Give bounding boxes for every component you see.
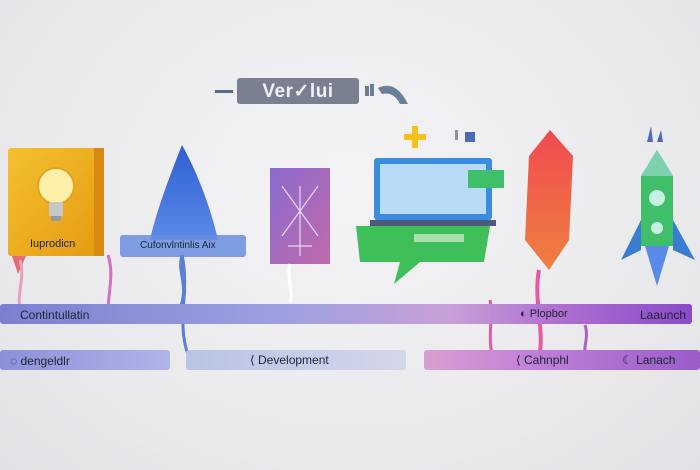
bottom-track-mid-text: Development xyxy=(258,353,329,367)
top-track-right-label: Laaunch xyxy=(640,308,687,322)
laptop-icon xyxy=(356,158,504,284)
left-swirl-icon: ◌ xyxy=(10,354,21,368)
sail-icon xyxy=(120,145,246,311)
moon-icon: ◐ xyxy=(520,308,530,320)
stage-label-2: Cufonvlntinlis Aix xyxy=(140,240,216,251)
plus-sparkle-icon xyxy=(404,126,426,148)
title-dash xyxy=(215,90,233,93)
bottom-track-left-label: ◌ dengeldlr xyxy=(10,354,70,368)
campaign-icon: ⟨ xyxy=(516,353,525,367)
bottom-track-right xyxy=(424,350,700,370)
title-text: Ver✓lui xyxy=(237,78,359,104)
blueprint-icon xyxy=(270,168,330,303)
dev-icon: ⟨ xyxy=(250,353,259,367)
bottom-track-right-mid-label: ⟨ Cahnphl xyxy=(516,353,569,367)
small-flag-icon xyxy=(455,130,475,142)
swoosh-icon xyxy=(370,84,408,104)
top-track-left-label: Contintullatin xyxy=(20,308,90,322)
title-mark xyxy=(365,86,369,96)
stage-label-1: Iuprodicn xyxy=(30,238,76,250)
top-track-mid-text: Plopbor xyxy=(529,308,568,320)
rocket-icon xyxy=(621,150,695,286)
bottom-track-left-text: dengeldlr xyxy=(20,354,70,368)
launch-moon-icon: ☾ xyxy=(622,353,637,367)
bottom-track-right-text: Lanach xyxy=(636,353,676,367)
bottom-track-left xyxy=(0,350,170,370)
top-track xyxy=(0,304,692,324)
bottom-track-mid xyxy=(186,350,406,370)
bottom-track-right-mid-text: Cahnphl xyxy=(524,353,569,367)
top-track-mid-label: ◐ Plopbor xyxy=(520,308,568,320)
small-marks-icon xyxy=(647,126,663,142)
bottom-track-mid-label: ⟨ Development xyxy=(250,353,329,367)
lightbulb-icon xyxy=(8,148,104,274)
bottom-track-right-label: ☾ Lanach xyxy=(622,353,675,367)
timeline-title: Ver✓lui xyxy=(215,76,425,116)
